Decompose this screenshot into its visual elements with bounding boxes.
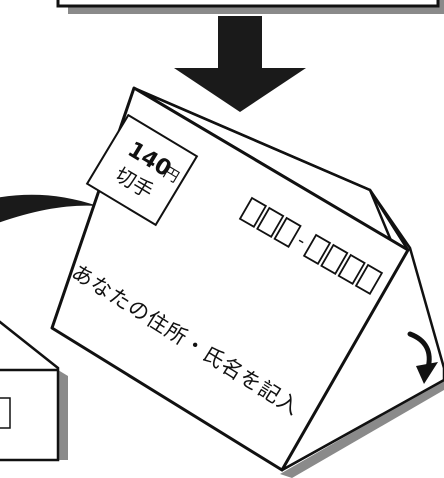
bottom-left-panel: [0, 320, 68, 462]
postal-code-boxes: -: [238, 196, 384, 296]
postal-box: [354, 263, 384, 296]
fold-arrow: [407, 331, 438, 384]
postal-box: [238, 196, 268, 229]
stamp-box: 140 円 切手: [85, 113, 199, 227]
postal-box: [256, 206, 285, 239]
top-panel: [56, 0, 444, 14]
postal-box: [302, 233, 332, 266]
left-curved-arrow: [0, 194, 98, 223]
postal-box: [337, 253, 366, 286]
down-arrow: [174, 16, 306, 112]
postal-box: [273, 216, 302, 249]
postal-box: [320, 243, 349, 276]
